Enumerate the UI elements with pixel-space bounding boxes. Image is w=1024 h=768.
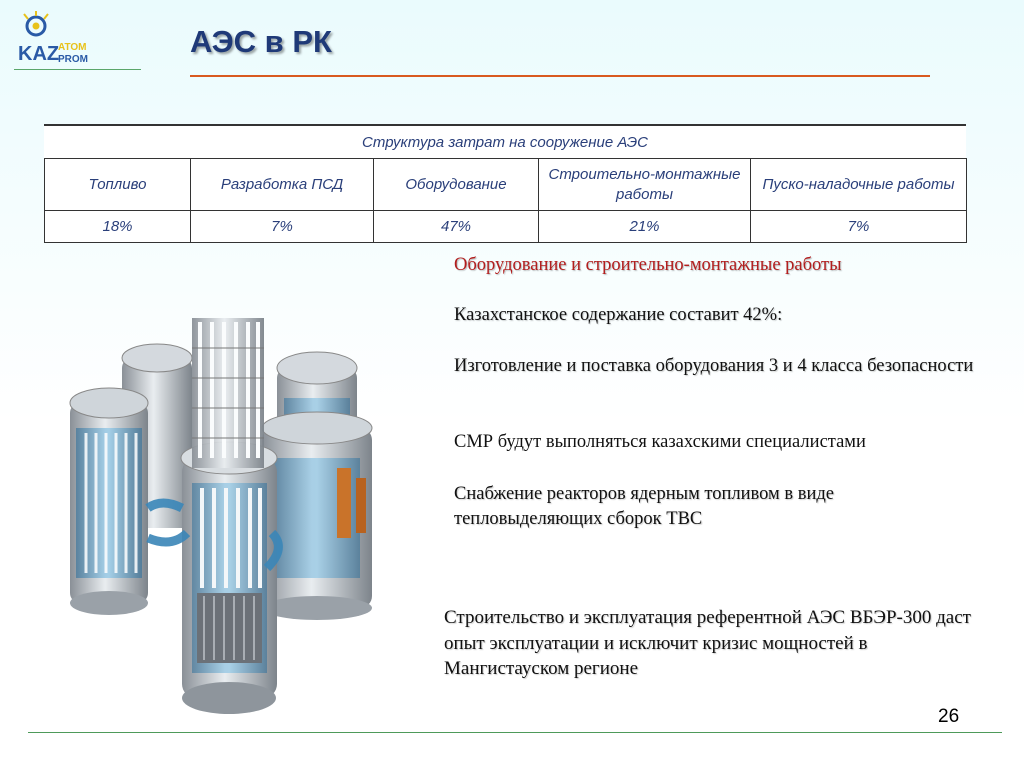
table-caption: Структура затрат на сооружение АЭС — [44, 126, 966, 158]
logo-text-prom: PROM — [58, 54, 88, 65]
table-values-row: 18% 7% 47% 21% 7% — [44, 210, 967, 243]
logo-emblem-icon — [23, 11, 49, 37]
coolant-piping — [145, 498, 283, 572]
page-number: 26 — [938, 706, 960, 727]
bullet-item: СМР будут выполняться казахскими специал… — [454, 432, 866, 452]
bullets-heading: Оборудование и строительно-монтажные раб… — [454, 255, 842, 275]
control-rod-drives — [192, 318, 264, 468]
logo-text-atom: ATOM — [58, 42, 87, 53]
bullet-item: Снабжение реакторов ядерным топливом в в… — [454, 484, 835, 529]
table-top-rule — [44, 124, 966, 126]
bottom-note: Строительство и эксплуатация референтной… — [444, 607, 971, 679]
header-commissioning: Пуско-наладочные работы — [750, 158, 967, 211]
header-design: Разработка ПСД — [190, 158, 374, 211]
steam-generator-right — [261, 411, 373, 620]
header-fuel: Топливо — [44, 158, 191, 211]
cost-structure-table: Структура затрат на сооружение АЭС Топли… — [44, 124, 967, 243]
footer-line — [28, 732, 1002, 733]
value-fuel: 18% — [44, 210, 191, 243]
header-construction: Строительно-монтажные работы — [538, 158, 751, 211]
reactor-illustration — [69, 318, 373, 714]
value-construction: 21% — [538, 210, 751, 243]
title-rule — [190, 75, 930, 77]
logo-underline — [14, 69, 141, 70]
reactor-vessel — [180, 441, 278, 714]
logo-text-kaz: KAZ — [18, 43, 59, 65]
cost-table: Топливо Разработка ПСД Оборудование Стро… — [44, 158, 967, 243]
table-header-row: Топливо Разработка ПСД Оборудование Стро… — [44, 158, 967, 211]
value-design: 7% — [190, 210, 374, 243]
value-commissioning: 7% — [750, 210, 967, 243]
steam-generator-left — [69, 387, 149, 615]
slide-title: АЭС в РК — [190, 24, 332, 59]
header-equipment: Оборудование — [373, 158, 539, 211]
value-equipment: 47% — [373, 210, 539, 243]
bullet-item: Казахстанское содержание составит 42%: — [454, 305, 783, 325]
kazatomprom-logo: KAZ ATOM PROM — [18, 11, 88, 65]
bullet-item: Изготовление и поставка оборудования 3 и… — [454, 356, 974, 376]
